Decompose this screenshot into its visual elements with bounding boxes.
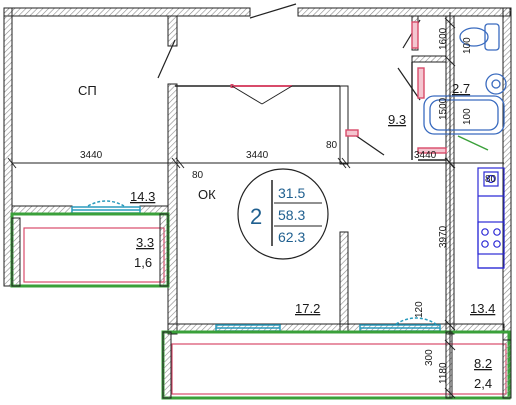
apartment-total-area: 58.3 [278, 207, 305, 223]
exterior-walls [3, 7, 512, 341]
dim-top-right: 3440 [414, 150, 437, 161]
dim-120: 120 [414, 301, 425, 318]
dimension-lines [7, 12, 504, 399]
washbasin [485, 73, 507, 95]
dim-100-wc: 100 [462, 37, 473, 54]
room-label-ok: ОК [198, 187, 216, 202]
room-area-loggia-right: 8.2 [474, 356, 492, 371]
dim-100-bath: 100 [462, 108, 473, 125]
room-area-wc: 2.7 [452, 81, 470, 96]
toilet-tank [484, 23, 500, 51]
room-coef-loggia-left: 1,6 [134, 255, 152, 270]
entry-door-swing [249, 3, 297, 19]
dim-top-left: 3440 [80, 150, 103, 161]
dim-vertical-main: 3970 [438, 225, 449, 248]
dim-top-mid: 3440 [246, 150, 269, 161]
room-area-living: 17.2 [295, 301, 320, 316]
apartment-badge: 2 31.5 58.3 62.3 [237, 168, 329, 260]
room-area-bath: 9.3 [388, 112, 406, 127]
toilet-bowl [459, 27, 489, 47]
partitions [157, 19, 447, 161]
dim-vertical-1600: 1600 [438, 27, 449, 50]
dim-vertical-1500: 1500 [438, 97, 449, 120]
room-area-loggia-left: 3.3 [136, 235, 154, 250]
bathroom-fixtures [423, 23, 507, 151]
dim-80-mid: 80 [326, 140, 338, 151]
loggia-bottom [161, 330, 512, 400]
apartment-total-with-loggia: 62.3 [278, 229, 305, 245]
room-label-sp: СП [78, 83, 97, 98]
windows [71, 200, 441, 332]
room-area-bedroom: 13.4 [470, 301, 495, 316]
loggia-left [10, 212, 170, 288]
dim-80-ok: 80 [192, 170, 204, 181]
kitchen-units [477, 167, 505, 269]
dim-vertical-1180: 1180 [438, 362, 449, 384]
apartment-rooms-count: 2 [250, 204, 262, 229]
room-coef-loggia-right: 2,4 [474, 376, 492, 391]
room-area-kitchen: 14.3 [130, 189, 155, 204]
bathtub [423, 95, 505, 135]
apartment-living-area: 31.5 [278, 185, 305, 201]
dim-300: 300 [424, 349, 435, 366]
dim-80-kitchen: 80 [485, 174, 497, 185]
